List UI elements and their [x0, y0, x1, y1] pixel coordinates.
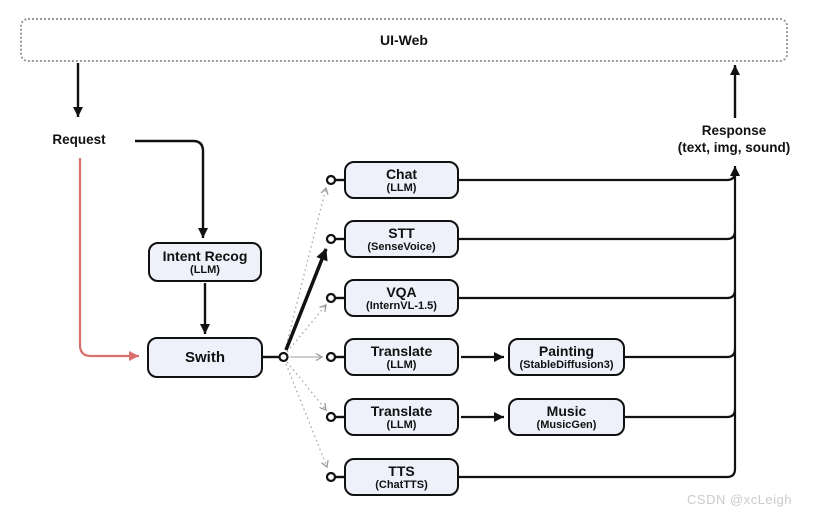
- arrow-hub-to-stt-selected: [284, 248, 328, 351]
- node-title: Translate: [370, 342, 433, 359]
- node-painting: Painting (StableDiffusion3): [508, 338, 625, 376]
- node-title: STT: [388, 224, 415, 241]
- node-title: Intent Recog: [162, 247, 248, 264]
- node-subtitle: (ChatTTS): [375, 478, 428, 491]
- hub-connector-dot: [278, 351, 289, 363]
- node-title: TTS: [388, 462, 415, 479]
- request-label: Request: [52, 132, 106, 147]
- service-connector-dots: [325, 174, 337, 483]
- node-subtitle: (LLM): [386, 358, 417, 371]
- arrow-hub-to-vqa-dotted: [286, 304, 327, 353]
- node-title: Music: [546, 402, 587, 419]
- node-subtitle: (SenseVoice): [367, 240, 436, 253]
- node-title: Chat: [385, 165, 418, 182]
- node-chat: Chat (LLM): [344, 161, 459, 199]
- node-subtitle: (MusicGen): [536, 418, 597, 431]
- node-title: Painting: [538, 342, 595, 359]
- node-translate-1: Translate (LLM): [344, 338, 459, 376]
- node-tts: TTS (ChatTTS): [344, 458, 459, 496]
- node-vqa: VQA (InternVL-1.5): [344, 279, 459, 317]
- node-title: Translate: [370, 402, 433, 419]
- response-label: Response (text, img, sound): [652, 122, 816, 156]
- node-intent-recog: Intent Recog (LLM): [148, 242, 262, 282]
- node-subtitle: (StableDiffusion3): [519, 358, 614, 371]
- node-subtitle: (LLM): [386, 181, 417, 194]
- node-subtitle: (LLM): [386, 418, 417, 431]
- uiweb-container: UI-Web: [20, 18, 788, 62]
- node-music: Music (MusicGen): [508, 398, 625, 436]
- watermark: CSDN @xcLeigh: [687, 492, 792, 507]
- node-subtitle: (InternVL-1.5): [366, 299, 437, 312]
- arrow-hub-to-tts-dotted: [285, 363, 329, 469]
- arrow-hub-to-chat-dotted: [284, 186, 329, 351]
- service-connector-stubs: [335, 178, 345, 479]
- response-label-line1: Response: [701, 123, 767, 138]
- uiweb-label: UI-Web: [380, 32, 428, 48]
- node-subtitle: (LLM): [190, 263, 220, 276]
- node-title: Swith: [185, 348, 225, 366]
- response-label-line2: (text, img, sound): [677, 140, 791, 155]
- node-title: VQA: [386, 283, 417, 300]
- arrow-request-to-swith-red: [78, 158, 139, 361]
- node-stt: STT (SenseVoice): [344, 220, 459, 258]
- node-swith: Swith: [147, 337, 263, 378]
- arrow-hub-to-translate2-dotted: [286, 361, 327, 412]
- arrow-request-to-intent: [135, 139, 208, 238]
- node-translate-2: Translate (LLM): [344, 398, 459, 436]
